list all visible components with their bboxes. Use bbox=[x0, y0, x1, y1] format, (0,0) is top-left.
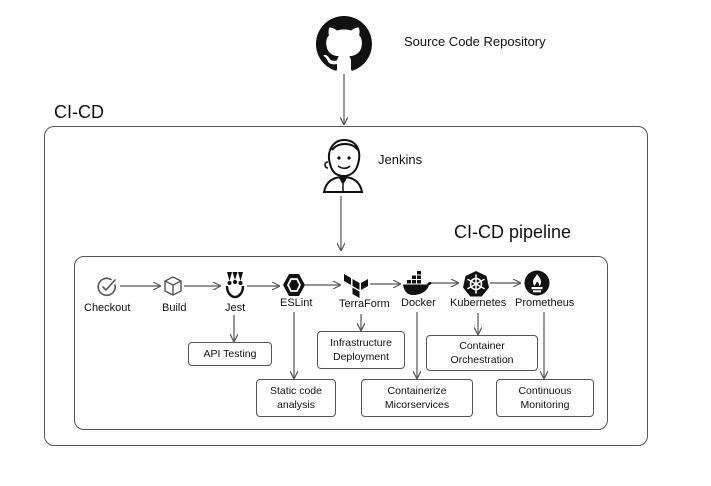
infrastructure-deployment-box: Infrastructure Deployment bbox=[317, 331, 405, 369]
infra-line1: Infrastructure bbox=[330, 336, 392, 349]
containerize-line2: Micorservices bbox=[384, 399, 450, 411]
static-line2: analysis bbox=[277, 399, 315, 411]
pipeline-frame bbox=[74, 256, 608, 430]
cicd-outer-label: CI-CD bbox=[54, 102, 104, 122]
stage-label-prometheus: Prometheus bbox=[515, 297, 575, 309]
stage-label-docker: Docker bbox=[401, 297, 436, 309]
source-repo-label: Source Code Repository bbox=[404, 34, 546, 49]
api-testing-label: API Testing bbox=[203, 347, 257, 360]
stage-label-checkout: Checkout bbox=[84, 302, 131, 314]
containerize-line1: Containerize bbox=[387, 384, 447, 397]
static-line1: Static code bbox=[270, 384, 322, 397]
orch-line1: Container bbox=[459, 339, 505, 352]
continuous-monitoring-box: Continuous Monitoring bbox=[496, 379, 594, 417]
docker-icon bbox=[402, 271, 434, 296]
prometheus-icon bbox=[524, 270, 550, 296]
terraform-icon bbox=[343, 272, 369, 298]
jest-icon bbox=[223, 270, 247, 300]
stage-label-eslint: ESLint bbox=[280, 297, 313, 309]
jenkins-icon bbox=[316, 136, 370, 193]
api-testing-box: API Testing bbox=[188, 342, 272, 366]
pipeline-label: CI-CD pipeline bbox=[454, 222, 572, 242]
monitor-line2: Monitoring bbox=[520, 399, 570, 411]
cube-icon bbox=[164, 276, 182, 296]
checkmark-icon bbox=[96, 276, 118, 298]
infra-line2: Deployment bbox=[332, 351, 390, 363]
jenkins-label: Jenkins bbox=[378, 152, 423, 167]
monitor-line1: Continuous bbox=[518, 384, 572, 397]
container-orchestration-box: Container Orchestration bbox=[426, 335, 538, 371]
containerize-microservices-box: Containerize Micorservices bbox=[361, 379, 473, 417]
stage-label-jest: Jest bbox=[225, 302, 246, 314]
kubernetes-icon bbox=[462, 270, 490, 298]
orch-line2: Orchestration bbox=[450, 354, 514, 366]
github-icon bbox=[316, 16, 372, 72]
stage-label-terraform: TerraForm bbox=[339, 298, 390, 310]
eslint-icon bbox=[282, 273, 306, 297]
static-code-analysis-box: Static code analysis bbox=[256, 379, 336, 417]
cicd-outer-frame bbox=[44, 126, 648, 446]
stage-label-kubernetes: Kubernetes bbox=[450, 297, 507, 309]
stage-label-build: Build bbox=[162, 302, 187, 314]
